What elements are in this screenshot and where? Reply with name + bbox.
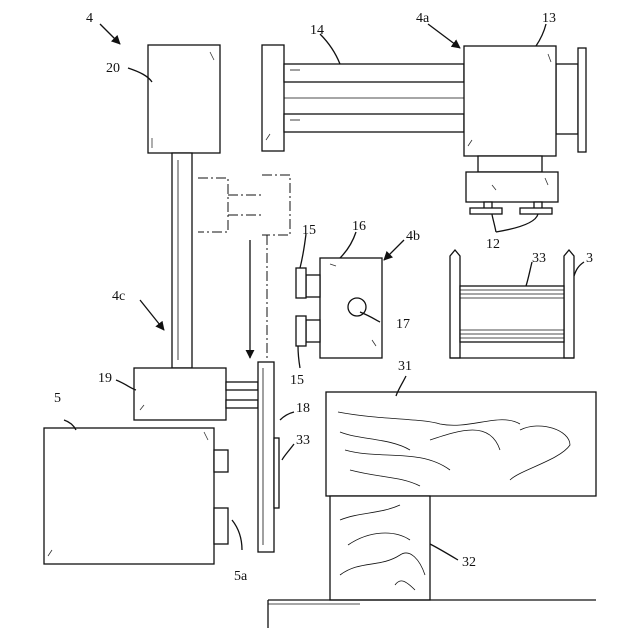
- label-31: 31: [398, 359, 412, 374]
- label-33-plate: 33: [296, 433, 310, 448]
- board-32: [330, 496, 430, 600]
- vertical-rod: [172, 153, 192, 368]
- label-19: 19: [98, 371, 112, 386]
- stack-3: [450, 250, 574, 358]
- label-17: 17: [396, 317, 410, 332]
- label-5a: 5a: [234, 569, 248, 584]
- label-15-top: 15: [302, 223, 316, 238]
- label-32: 32: [462, 555, 476, 570]
- column-20: [148, 45, 220, 153]
- label-4c: 4c: [112, 289, 125, 304]
- label-4b: 4b: [406, 229, 420, 244]
- label-5: 5: [54, 391, 61, 406]
- suction-cups-12: [466, 156, 558, 214]
- label-13: 13: [542, 11, 556, 26]
- label-14: 14: [310, 23, 324, 38]
- board-31: [326, 392, 596, 496]
- label-12: 12: [486, 237, 500, 252]
- machine-5: [44, 428, 228, 564]
- ghost-gripper-outline: [198, 175, 290, 360]
- label-15-bottom: 15: [290, 373, 304, 388]
- block-19: [134, 368, 258, 420]
- label-16: 16: [352, 219, 366, 234]
- label-33-stack: 33: [532, 251, 546, 266]
- label-4a: 4a: [416, 11, 430, 26]
- table-surface: [268, 600, 596, 628]
- plate-18: [258, 362, 279, 552]
- carriage-13: [464, 46, 556, 156]
- label-18: 18: [296, 401, 310, 416]
- label-4: 4: [86, 11, 93, 26]
- label-3: 3: [586, 251, 593, 266]
- label-20: 20: [106, 61, 120, 76]
- gripper-head-16: [296, 258, 382, 358]
